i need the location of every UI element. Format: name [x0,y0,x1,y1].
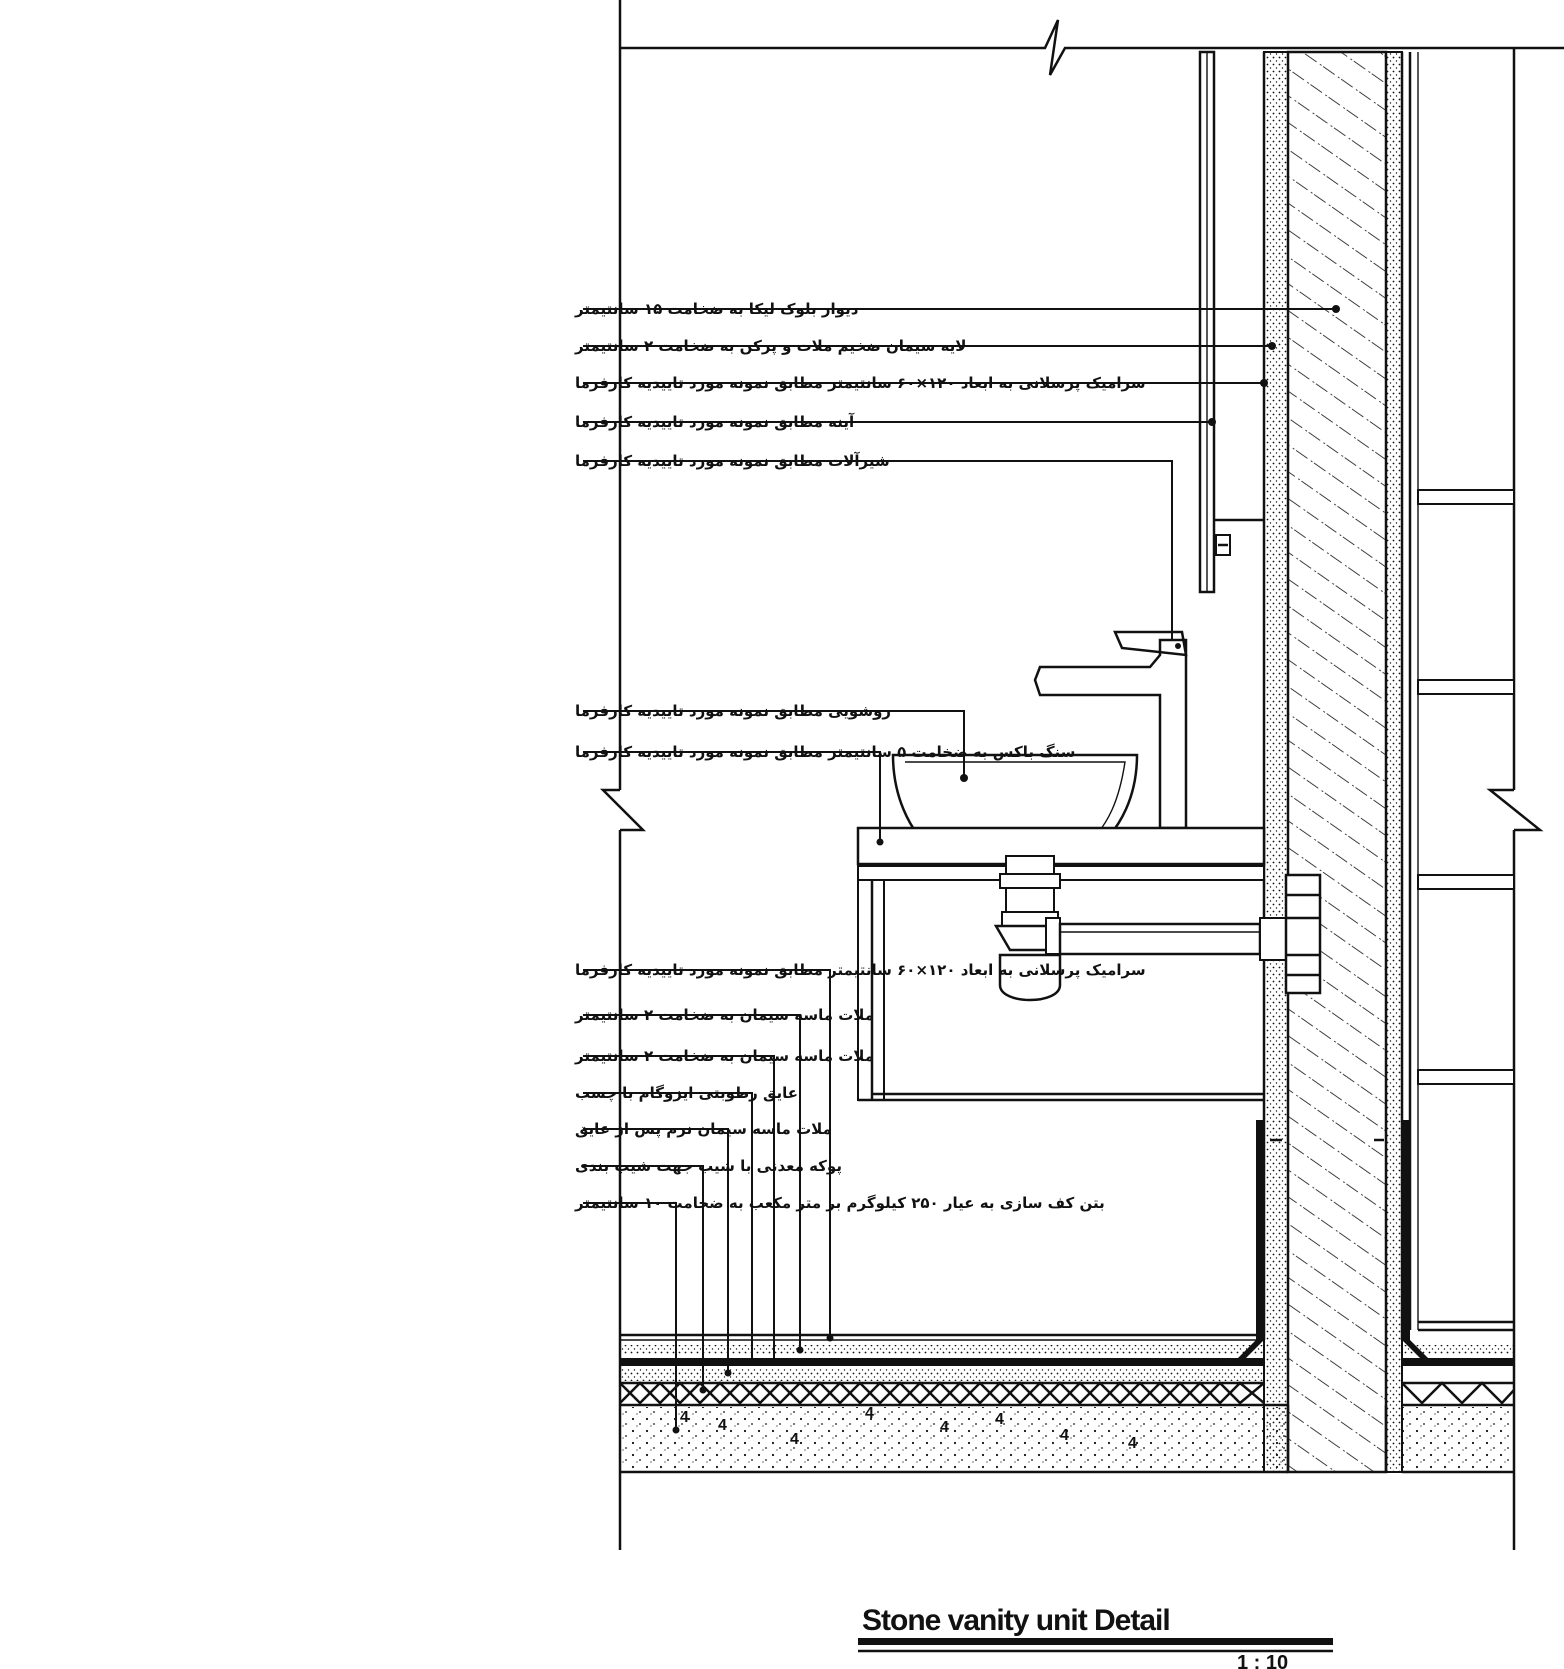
faucet [1033,630,1188,830]
label-stone-box: سنگ باکس به ضخامت ۵ سانتیمتر مطابق نمونه… [575,743,1075,761]
label-mortar-1: ملات ماسه سیمان به ضخامت ۲ سانتیمتر [574,1006,874,1024]
label-waterproofing: عایق رطوبتی ایزوگام با چسب [575,1084,798,1103]
label-floor-porcelain-tile: سرامیک پرسلانی به ابعاد ۱۲۰×۶۰ سانتیمتر … [575,961,1146,980]
label-mortar-2: ملات ماسه سیمان به ضخامت ۲ سانتیمتر [574,1047,874,1065]
label-concrete-slab: بتن کف سازی به عیار ۲۵۰ کیلوگرم بر متر م… [574,1194,1105,1212]
label-pumice-fill: پوکه معدنی با شیب جهت شیب بندی [575,1157,842,1176]
concrete-mark: 4 [680,1409,689,1426]
room-outline [599,0,1564,1550]
label-mirror: آینه مطابق نمونه مورد تاییدیه کارفرما [575,413,855,431]
label-mortar-layer: لایه سیمان ضخیم ملات و پرکن به ضخامت ۲ س… [574,337,966,356]
concrete-mark: 4 [718,1417,727,1434]
siphon [993,855,1322,1002]
floor-layers [619,1120,1515,1474]
mirror [1198,50,1264,594]
drawing-title: Stone vanity unit Detail [862,1604,1170,1637]
labels-lower: سرامیک پرسلانی به ابعاد ۱۲۰×۶۰ سانتیمتر … [574,961,1146,1212]
concrete-mark: 4 [1060,1427,1069,1444]
label-soft-mortar: ملات ماسه سیمان نرم پس از عایق [575,1120,832,1139]
label-wall-porcelain-tile: سرامیک پرسلانی به ابعاد ۱۲۰×۶۰ سانتیمتر … [575,374,1146,393]
concrete-mark: 4 [940,1419,949,1436]
concrete-mark: 4 [1128,1435,1137,1452]
title-block: Stone vanity unit Detail 1 : 10 [858,1604,1333,1669]
drawing-scale: 1 : 10 [1237,1652,1288,1669]
concrete-mark: 4 [995,1411,1004,1428]
leaders-lower [583,969,834,1434]
label-leca-wall: دیوار بلوک لیکا به ضخامت ۱۵ سانتیمتر [574,300,859,318]
label-faucet: شیرآلات مطابق نمونه مورد تاییدیه کارفرما [575,452,890,470]
label-basin: روشویی مطابق نمونه مورد تاییدیه کارفرما [575,702,891,720]
concrete-mark: 4 [865,1405,874,1422]
wall-section [1262,50,1515,1474]
labels-upper: دیوار بلوک لیکا به ضخامت ۱۵ سانتیمتر لای… [574,300,1146,761]
concrete-mark: 4 [790,1431,799,1448]
concrete-aggregate-marks: 4 4 4 4 4 4 4 4 [680,1405,1137,1452]
leaders-upper [583,305,1340,842]
